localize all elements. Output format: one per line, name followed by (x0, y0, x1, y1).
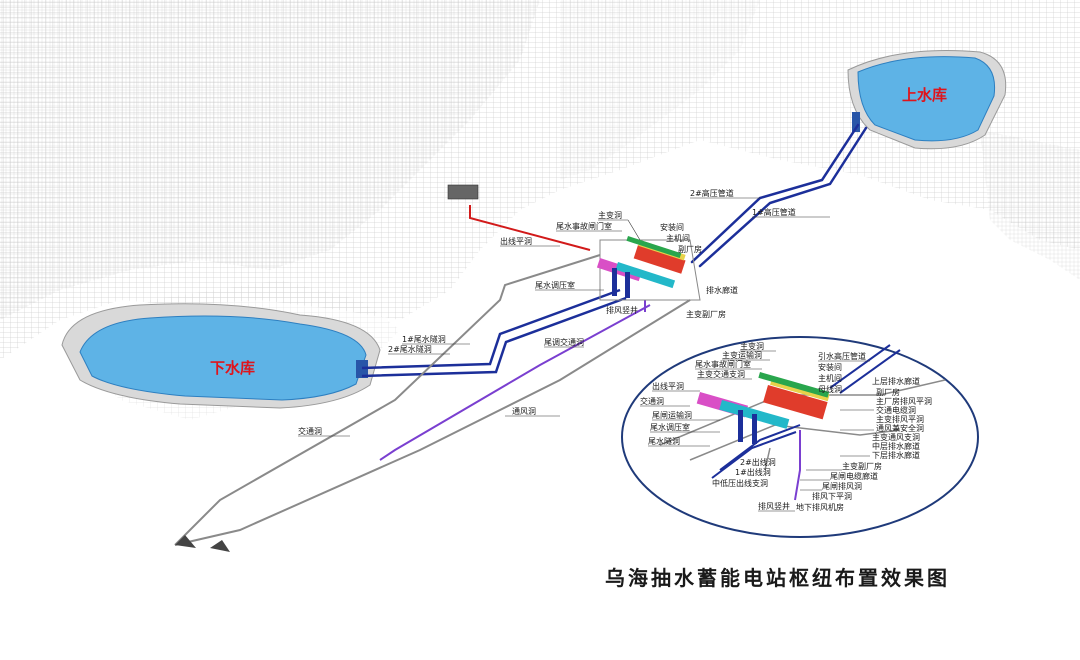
high-pressure-pipes (690, 123, 868, 268)
label-hp-pipe-2: 2#高压管道 (690, 188, 734, 198)
lower-reservoir-label: 下水库 (210, 359, 255, 377)
label-tail-gate-access: 尾调交通洞 (544, 337, 584, 347)
inset-detail: 主变洞 主变运输洞 尾水事故闸门室 主变交通支洞 出线平洞 交通洞 尾闸运输洞 … (621, 336, 979, 538)
inset-label-surge-chamber: 尾水调压室 (650, 422, 690, 432)
inset-label-assembly-bay: 安装间 (818, 362, 842, 372)
access-tunnels (174, 184, 691, 552)
label-outlet-tunnel: 出线平洞 (500, 236, 532, 246)
label-ventilation-tunnel: 通风洞 (512, 406, 536, 416)
label-drainage-gallery: 排水廊道 (706, 285, 738, 295)
inset-label-outlet-1: 1#出线洞 (735, 467, 771, 477)
label-access-tunnel: 交通洞 (298, 426, 322, 436)
inset-labels-left: 主变洞 主变运输洞 尾水事故闸门室 主变交通支洞 出线平洞 交通洞 尾闸运输洞 … (640, 341, 795, 512)
inset-label-exhaust-lower: 排风下平洞 (812, 491, 852, 501)
inset-label-access-tunnel: 交通洞 (640, 396, 664, 406)
inset-label-busbar: 母线洞 (818, 384, 842, 394)
inset-label-transformer-vent: 主变通风支洞 (872, 432, 920, 442)
inset-label-main-transformer: 主变洞 (740, 341, 764, 351)
label-main-transformer: 主变洞 (598, 210, 622, 220)
label-aux-powerhouse: 副厂房 (678, 244, 702, 254)
inset-label-main-powerhouse: 主机间 (818, 373, 842, 383)
diagram-title: 乌海抽水蓄能电站枢纽布置效果图 (605, 566, 950, 590)
label-assembly-bay: 安装间 (660, 222, 684, 232)
inset-label-transformer-aux: 主变副厂房 (842, 461, 882, 471)
main-labels: 2#高压管道 1#高压管道 主变洞 尾水事故闸门室 安装间 主机间 副厂房 出线… (298, 188, 830, 437)
upper-reservoir-label: 上水库 (902, 86, 947, 104)
inset-label-fan-room: 地下排风机房 (796, 502, 844, 512)
inset-label-outlet-2: 2#出线洞 (740, 457, 776, 467)
tailrace-tunnels (361, 288, 627, 378)
inset-label-hp-intake: 引水高压管道 (818, 351, 866, 361)
inset-label-outlet-tunnel: 出线平洞 (652, 381, 684, 391)
inset-label-access-branch: 主变交通支洞 (697, 369, 745, 379)
inset-label-transformer-transport: 主变运输洞 (722, 350, 762, 360)
inset-label-traffic-cable: 交通电缆洞 (876, 405, 916, 415)
inset-label-gate-transport: 尾闸运输洞 (652, 410, 692, 420)
inset-label-mlv-branch: 中低压出线支洞 (712, 478, 768, 488)
inset-label-vent-shaft: 排风竖井 (758, 501, 790, 511)
label-tailrace-tunnel-2: 2#尾水隧洞 (388, 344, 432, 354)
lower-reservoir: 下水库 (61, 303, 381, 409)
inset-label-upper-drainage: 上层排水廊道 (872, 376, 920, 386)
inset-label-middle-drainage: 中层排水廊道 (872, 441, 920, 451)
inset-label-gate-cable: 尾闸电缆廊道 (830, 471, 878, 481)
label-main-transformer-aux: 主变副厂房 (686, 309, 726, 319)
label-main-powerhouse: 主机间 (666, 233, 690, 243)
inset-label-gate-exhaust: 尾闸排风洞 (822, 481, 862, 491)
inset-label-transformer-exhaust: 主变排风平洞 (876, 414, 924, 424)
inset-label-tailrace-tunnel: 尾水隧洞 (648, 436, 680, 446)
label-tailrace-tunnel-1: 1#尾水隧洞 (402, 334, 446, 344)
inset-label-lower-drainage: 下层排水廊道 (872, 450, 920, 460)
label-tailrace-surge: 尾水调压室 (535, 280, 575, 290)
inset-label-aux-powerhouse: 副厂房 (876, 387, 900, 397)
label-vent-shaft: 排风竖井 (606, 305, 638, 315)
label-hp-pipe-1: 1#高压管道 (752, 207, 796, 217)
label-tailrace-gate-room: 尾水事故闸门室 (556, 221, 612, 231)
inset-label-vent-safety: 通风兼安全洞 (876, 423, 924, 433)
upper-reservoir: 上水库 (847, 50, 1007, 150)
inset-label-tailrace-gate-room: 尾水事故闸门室 (695, 359, 751, 369)
powerhouse-complex (596, 235, 701, 301)
inset-label-powerhouse-exhaust: 主厂房排风平洞 (876, 396, 932, 406)
inset-labels-right: 引水高压管道 安装间 主机间 母线洞 上层排水廊道 副厂房 主厂房排风平洞 交通… (796, 351, 932, 512)
